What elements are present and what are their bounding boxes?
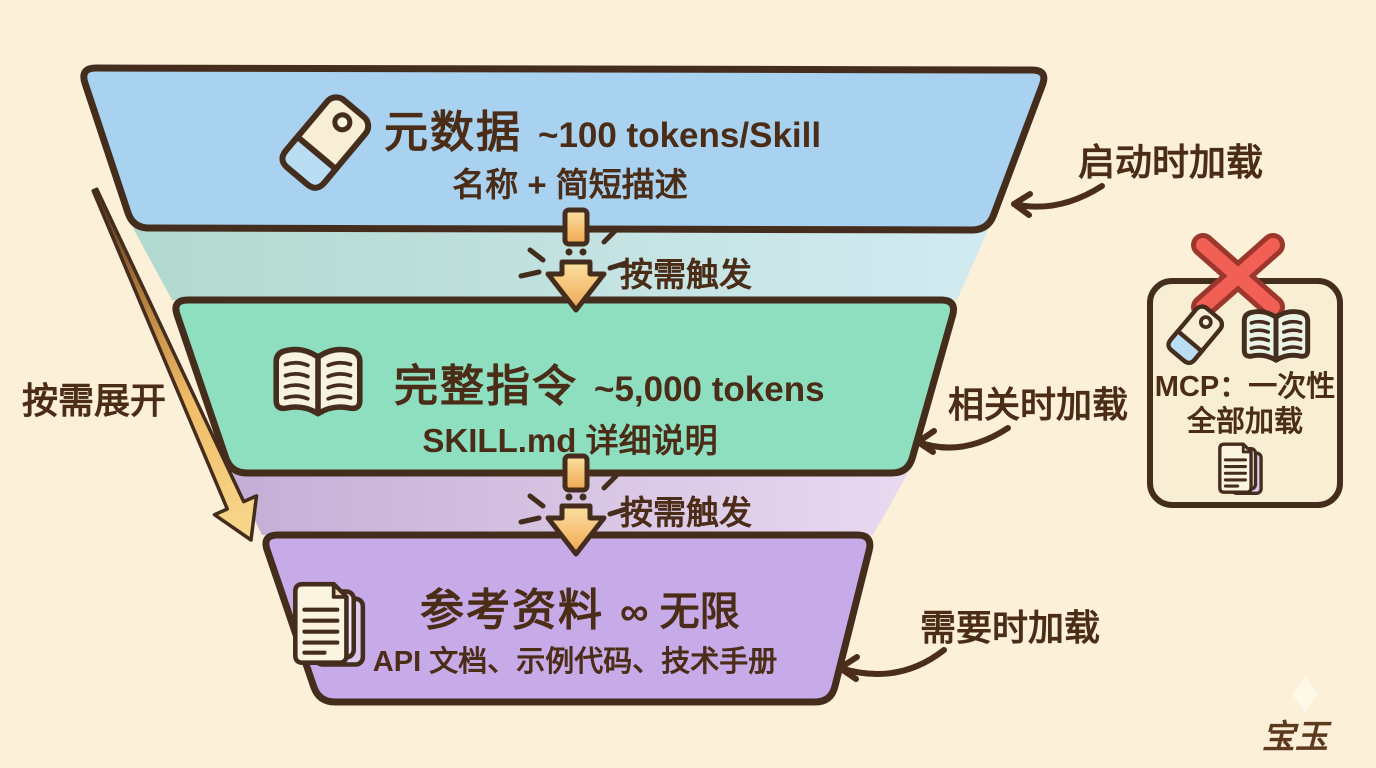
red-x-icon <box>1191 233 1285 319</box>
level3-tokens: ∞ 无限 <box>620 590 740 634</box>
curved-arrow-icon <box>837 647 947 682</box>
sparkle-icon <box>1292 676 1318 712</box>
open-book-icon <box>266 342 370 424</box>
tag-icon <box>1166 302 1225 368</box>
level2-annotation: 相关时加载 <box>948 384 1129 425</box>
level1-title-row: 元数据 ~100 tokens/Skill <box>384 96 821 160</box>
expand-arrow-icon <box>91 187 259 542</box>
down-arrow-icon <box>518 453 629 557</box>
level1-tokens: ~100 tokens/Skill <box>538 116 822 155</box>
curved-arrow-icon <box>1011 183 1105 218</box>
signature: 宝玉 <box>1262 720 1328 756</box>
level3-title-row: 参考资料 ∞ 无限 <box>420 574 740 638</box>
level3-subtitle: API 文档、示例代码、技术手册 <box>372 646 778 678</box>
level2-shape <box>172 296 958 477</box>
mcp-label: MCP：一次性全部加载 <box>1154 371 1336 438</box>
level3-shape <box>262 531 874 706</box>
tag-icon <box>279 90 372 196</box>
level2-tokens: ~5,000 tokens <box>594 370 825 409</box>
level1-subtitle: 名称 + 简短描述 <box>452 166 688 203</box>
level2-title: 完整指令 <box>394 362 578 411</box>
level1-title: 元数据 <box>384 108 522 157</box>
expand-label: 按需展开 <box>22 380 167 421</box>
documents-icon <box>288 580 372 676</box>
level1-annotation: 启动时加载 <box>1078 142 1263 183</box>
level2-title-row: 完整指令 ~5,000 tokens <box>394 350 825 414</box>
trigger-label-1: 按需触发 <box>620 256 752 293</box>
open-book-icon <box>1236 306 1316 368</box>
level2-subtitle: SKILL.md 详细说明 <box>422 422 718 459</box>
level3-annotation: 需要时加载 <box>920 607 1101 648</box>
trigger-label-2: 按需触发 <box>620 494 752 531</box>
level3-title: 参考资料 <box>420 586 604 635</box>
down-arrow-icon <box>518 207 629 313</box>
curved-arrow-icon <box>915 425 1011 455</box>
documents-icon <box>1214 442 1268 500</box>
